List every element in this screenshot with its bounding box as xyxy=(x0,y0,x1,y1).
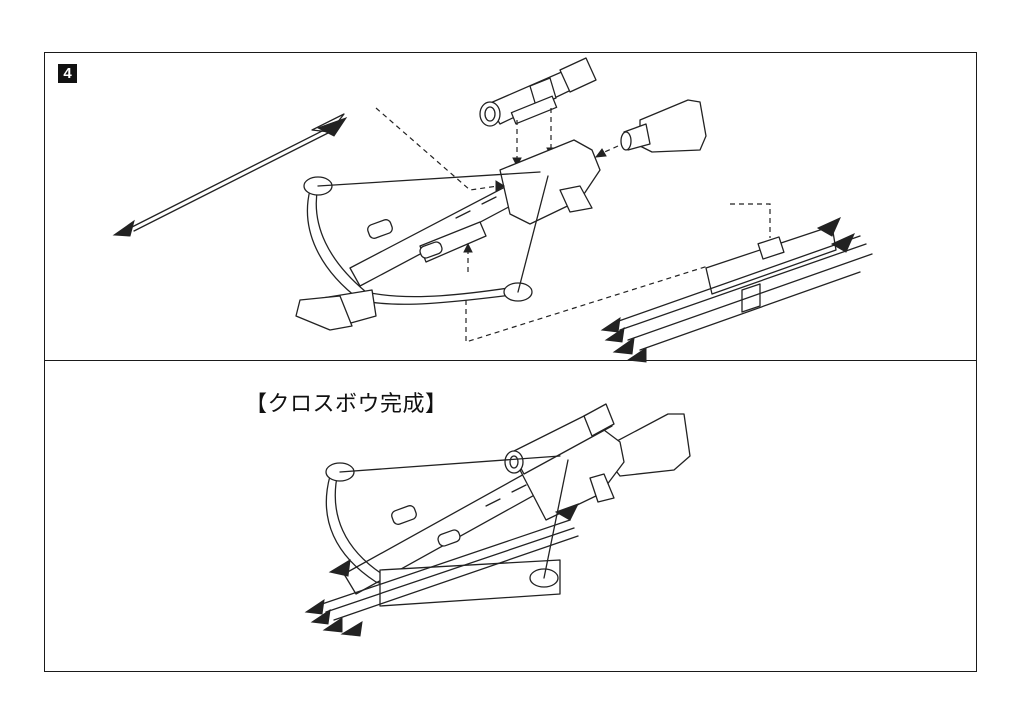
stock-icon xyxy=(620,99,707,153)
scope-icon xyxy=(479,57,597,127)
completion-caption: 【クロスボウ完成】 xyxy=(245,392,448,417)
completed-crossbow-icon xyxy=(304,403,691,637)
arrow-icon xyxy=(112,113,348,237)
crossbow-icon xyxy=(295,139,601,331)
instruction-sheet: 4 【クロスボウ完成】 xyxy=(44,52,977,672)
panel-divider xyxy=(45,360,976,361)
step-number-badge: 4 xyxy=(58,64,77,83)
quiver-icon xyxy=(600,217,873,363)
